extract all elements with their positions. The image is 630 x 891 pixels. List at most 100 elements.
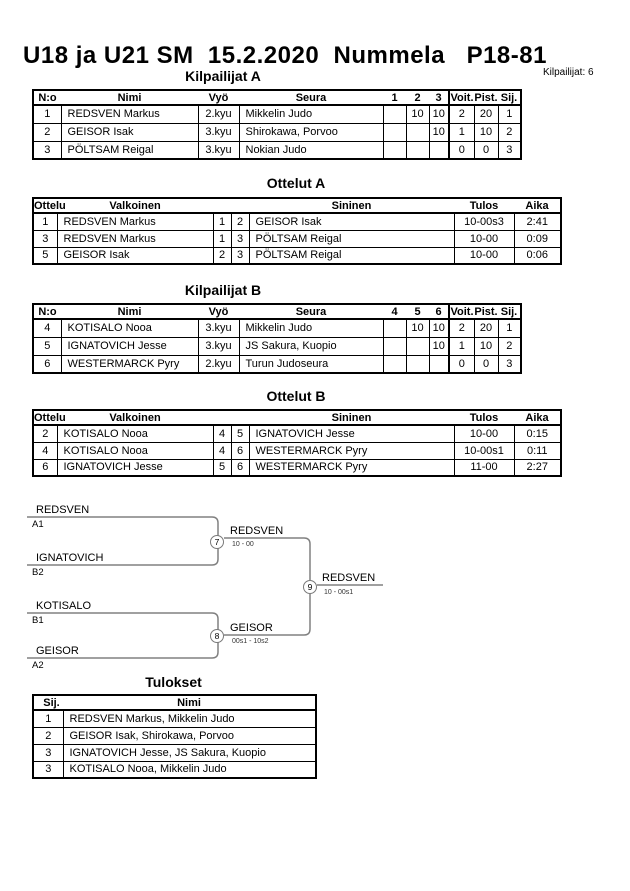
table-row: 3 PÖLTSAM Reigal 3.kyu Nokian Judo 0 0 3	[32, 140, 522, 160]
col-match: Ottelu	[33, 198, 66, 214]
col-time: Aika	[514, 410, 561, 426]
col-bn	[231, 410, 249, 426]
cell-result: 10-00	[453, 229, 515, 248]
matches-a-header-row: Ottelu Valkoinen Sininen Tulos Aika	[33, 198, 561, 214]
bracket-slot-a1-name: REDSVEN	[36, 504, 90, 516]
cell-white: KOTISALO Nooa	[56, 424, 214, 443]
table-row: 4 KOTISALO Nooa 3.kyu Mikkelin Judo 10 1…	[32, 318, 522, 338]
col-place: Sij.	[33, 695, 63, 711]
col-wn	[213, 410, 231, 426]
cell-result: 10-00	[453, 424, 515, 443]
cell-blue: PÖLTSAM Reigal	[248, 229, 455, 248]
col-wins: Voit.	[448, 304, 474, 320]
cell-white: GEISOR Isak	[56, 246, 214, 265]
cell-score2: 10	[405, 104, 430, 124]
results-heading: Tulokset	[145, 674, 202, 690]
pool-a-table: N:o Nimi Vyö Seura 1 2 3 Voit. Pist. Sij…	[32, 89, 522, 160]
cell-belt: 3.kyu	[197, 140, 240, 160]
cell-score1	[382, 104, 407, 124]
table-row: 3 REDSVEN Markus 1 3 PÖLTSAM Reigal 10-0…	[32, 229, 562, 248]
col-name: Nimi	[63, 695, 316, 711]
cell-place: 2	[497, 122, 522, 142]
semifinal-2-winner: GEISOR	[230, 622, 273, 634]
col-bn	[231, 198, 249, 214]
cell-place: 2	[497, 336, 522, 356]
table-row: 1 REDSVEN Markus, Mikkelin Judo	[32, 709, 317, 728]
cell-name: PÖLTSAM Reigal	[60, 140, 199, 160]
cell-score3: 10	[428, 104, 450, 124]
cell-blue: PÖLTSAM Reigal	[248, 246, 455, 265]
cell-wins: 1	[448, 122, 475, 142]
bracket-slot-b2-seed: B2	[32, 567, 44, 578]
bracket-slot-a2-name: GEISOR	[36, 645, 79, 657]
col-4: 4	[383, 304, 406, 320]
cell-score2	[405, 354, 430, 374]
cell-match-no: 4	[32, 441, 58, 460]
cell-blue-no: 6	[230, 441, 250, 460]
cell-white: KOTISALO Nooa	[56, 441, 214, 460]
col-5: 5	[406, 304, 429, 320]
cell-blue-no: 3	[230, 229, 250, 248]
cell-no: 2	[32, 122, 62, 142]
table-row: 4 KOTISALO Nooa 4 6 WESTERMARCK Pyry 10-…	[32, 441, 562, 460]
cell-place: 3	[497, 140, 522, 160]
cell-no: 6	[32, 354, 62, 374]
cell-white: IGNATOVICH Jesse	[56, 458, 214, 477]
pool-b-heading: Kilpailijat B	[184, 282, 262, 298]
col-belt: Vyö	[198, 90, 239, 106]
semifinal-1-winner-line	[224, 537, 311, 580]
cell-score1	[382, 336, 407, 356]
cell-place: 1	[497, 318, 522, 338]
cell-score2: 10	[405, 318, 430, 338]
table-row: 3 KOTISALO Nooa, Mikkelin Judo	[32, 760, 317, 779]
competitor-count-label: Kilpailijat: 6	[543, 67, 594, 78]
cell-club: JS Sakura, Kuopio	[238, 336, 384, 356]
match-8-circle: 8	[210, 629, 224, 643]
cell-match-no: 5	[32, 246, 58, 265]
cell-no: 3	[32, 140, 62, 160]
bracket-lines	[27, 516, 383, 659]
cell-place: 3	[32, 743, 64, 762]
cell-result: 10-00s3	[453, 212, 515, 231]
cell-belt: 3.kyu	[197, 336, 240, 356]
cell-blue: WESTERMARCK Pyry	[248, 441, 455, 460]
cell-white-no: 5	[212, 458, 232, 477]
cell-club: Mikkelin Judo	[238, 104, 384, 124]
cell-time: 2:41	[513, 212, 562, 231]
cell-no: 5	[32, 336, 62, 356]
final-score: 10 - 00s1	[324, 589, 354, 596]
cell-score2	[405, 140, 430, 160]
cell-match-no: 6	[32, 458, 58, 477]
cell-score2	[405, 122, 430, 142]
final-winner: REDSVEN	[322, 572, 376, 584]
cell-blue-no: 3	[230, 246, 250, 265]
cell-name: WESTERMARCK Pyry	[60, 354, 199, 374]
cell-white: REDSVEN Markus	[56, 212, 214, 231]
cell-wins: 2	[448, 318, 475, 338]
col-blue: Sininen	[249, 410, 454, 426]
results-table: Sij. Nimi 1 REDSVEN Markus, Mikkelin Jud…	[32, 694, 317, 779]
cell-blue-no: 5	[230, 424, 250, 443]
cell-match-no: 2	[32, 424, 58, 443]
cell-white-no: 4	[212, 441, 232, 460]
cell-name: KOTISALO Nooa, Mikkelin Judo	[62, 760, 317, 779]
bracket-slot-b1-seed: B1	[32, 615, 44, 626]
pool-a-heading: Kilpailijat A	[185, 68, 261, 84]
col-result: Tulos	[454, 198, 514, 214]
col-blue: Sininen	[249, 198, 454, 214]
col-club: Seura	[239, 304, 383, 320]
table-row: 1 REDSVEN Markus 2.kyu Mikkelin Judo 10 …	[32, 104, 522, 124]
cell-belt: 2.kyu	[197, 354, 240, 374]
cell-blue: IGNATOVICH Jesse	[248, 424, 455, 443]
table-row: 2 KOTISALO Nooa 4 5 IGNATOVICH Jesse 10-…	[32, 424, 562, 443]
col-points: Pist.	[474, 90, 498, 106]
cell-result: 10-00	[453, 246, 515, 265]
cell-points: 20	[473, 318, 499, 338]
cell-place: 1	[497, 104, 522, 124]
cell-time: 2:27	[513, 458, 562, 477]
matches-b-heading: Ottelut B	[266, 388, 326, 404]
col-1: 1	[383, 90, 406, 106]
cell-time: 0:11	[513, 441, 562, 460]
cell-score1	[382, 318, 407, 338]
